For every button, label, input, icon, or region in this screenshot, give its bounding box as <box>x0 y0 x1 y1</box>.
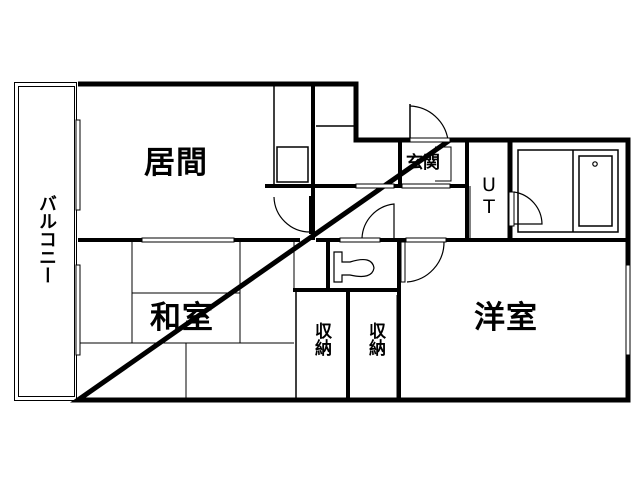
room-label-storage-1: 収納 <box>311 322 331 356</box>
room-label-living: 居間 <box>144 145 208 181</box>
room-label-genkan: 玄関 <box>406 153 440 173</box>
room-label-balcony: バルコニー <box>36 194 57 284</box>
room-label-yoshitsu: 洋室 <box>474 300 538 336</box>
room-label-ut: UT <box>478 174 500 218</box>
room-label-storage-2: 収納 <box>365 322 385 356</box>
room-label-washitsu: 和室 <box>150 300 214 336</box>
